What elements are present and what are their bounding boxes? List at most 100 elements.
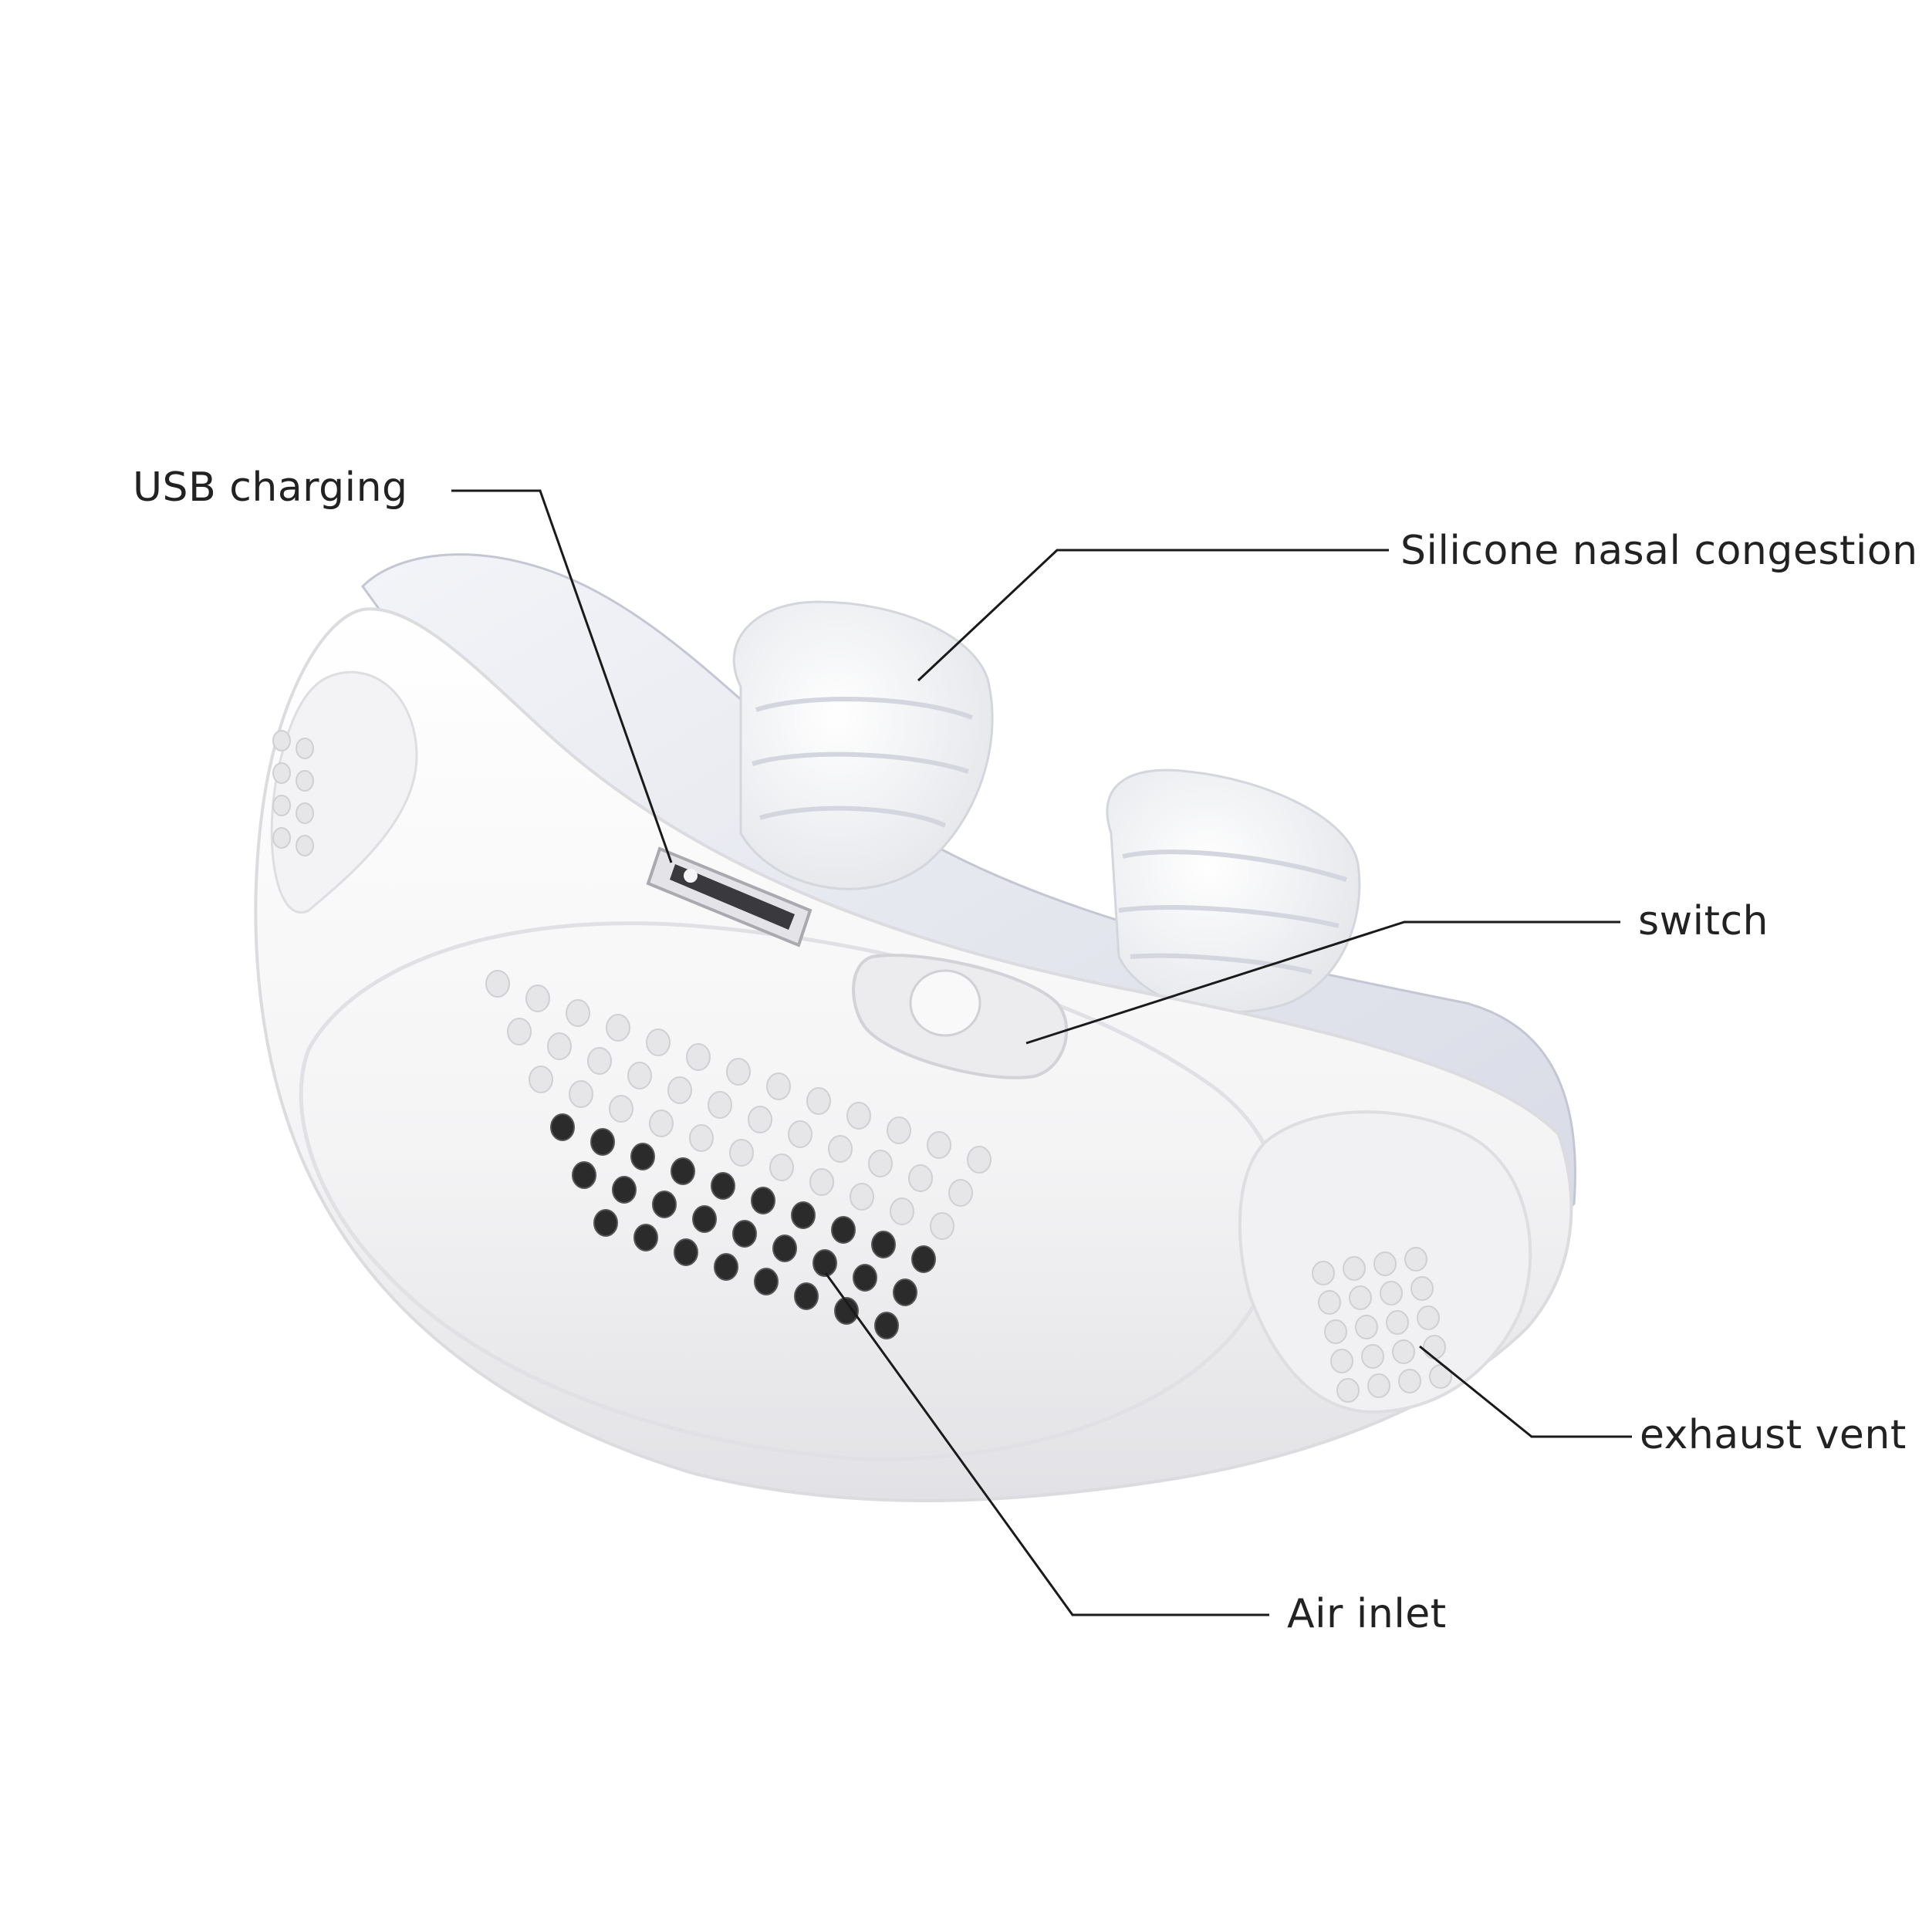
exhaust-hole (1312, 1261, 1335, 1285)
inlet-hole (846, 1102, 871, 1130)
inlet-hole (791, 1201, 816, 1229)
inlet-hole (812, 1249, 837, 1277)
inlet-hole (809, 1168, 834, 1196)
exhaust-hole (1417, 1305, 1440, 1330)
callout-switch: switch (1638, 898, 1769, 944)
inlet-hole (853, 1264, 877, 1292)
inlet-hole (674, 1238, 698, 1266)
side-hole (296, 738, 314, 759)
inlet-hole (529, 1066, 553, 1093)
inlet-hole (831, 1216, 856, 1244)
inlet-hole (766, 1072, 791, 1100)
inlet-hole (887, 1116, 911, 1144)
exhaust-hole (1373, 1251, 1397, 1276)
exhaust-hole (1343, 1256, 1366, 1281)
exhaust-hole (1386, 1310, 1409, 1335)
exhaust-hole (1330, 1349, 1353, 1373)
exhaust-hole (1398, 1369, 1421, 1393)
exhaust-hole (1423, 1335, 1446, 1359)
inlet-hole (850, 1183, 874, 1211)
inlet-hole (590, 1128, 615, 1156)
inlet-hole (593, 1209, 618, 1237)
exhaust-hole (1349, 1285, 1372, 1310)
exhaust-hole (1324, 1319, 1347, 1344)
exhaust-hole (1367, 1373, 1390, 1398)
inlet-hole (708, 1091, 732, 1119)
inlet-hole (566, 999, 590, 1027)
inlet-hole (606, 1014, 630, 1042)
exhaust-hole (1392, 1339, 1415, 1364)
inlet-hole (772, 1235, 797, 1262)
inlet-hole (671, 1157, 695, 1185)
inlet-hole (948, 1179, 973, 1207)
inlet-hole (726, 1058, 751, 1086)
inlet-hole (732, 1220, 757, 1248)
inlet-hole (930, 1212, 954, 1240)
leader-line-silicone (917, 549, 1389, 682)
front-panel (299, 921, 1282, 1461)
inlet-hole (893, 1278, 917, 1306)
side-hole (296, 802, 314, 824)
exhaust-hole (1404, 1247, 1427, 1272)
side-hole (272, 730, 291, 752)
inlet-hole (828, 1135, 853, 1163)
side-hole (296, 770, 314, 792)
inlet-hole (834, 1297, 859, 1325)
inlet-hole (692, 1205, 717, 1233)
inlet-hole (609, 1095, 633, 1123)
exhaust-hole (1318, 1290, 1341, 1315)
callout-silicone-nasal-congestion: Silicone nasal congestion (1400, 528, 1918, 574)
exhaust-hole (1429, 1364, 1452, 1389)
inlet-hole (633, 1224, 658, 1251)
inlet-hole (630, 1143, 655, 1170)
inlet-hole (587, 1047, 612, 1075)
inlet-hole (794, 1282, 819, 1310)
inlet-hole (714, 1253, 738, 1281)
inlet-hole (754, 1268, 779, 1295)
callout-air-inlet: Air inlet (1287, 1591, 1447, 1637)
leader-line-exhaust (1419, 1345, 1632, 1438)
exhaust-vent-holes (1312, 1247, 1452, 1403)
inlet-hole (485, 970, 510, 998)
inlet-hole (967, 1146, 992, 1174)
leader-line-air (824, 1272, 1269, 1616)
inlet-hole (711, 1172, 735, 1200)
callout-exhaust-vent: exhaust vent (1640, 1412, 1907, 1458)
inlet-hole (729, 1139, 754, 1167)
nozzle-left (732, 600, 994, 890)
inlet-hole (751, 1187, 775, 1214)
side-hole (272, 827, 291, 849)
inlet-hole (686, 1043, 711, 1071)
exhaust-hole (1355, 1315, 1378, 1339)
inlet-hole (911, 1245, 936, 1273)
exhaust-hole (1380, 1281, 1403, 1305)
inlet-hole (868, 1150, 893, 1177)
exhaust-hole (1361, 1344, 1384, 1369)
inlet-hole (507, 1018, 532, 1045)
inlet-hole (806, 1087, 831, 1115)
inlet-hole (927, 1131, 951, 1159)
inlet-hole (748, 1106, 772, 1133)
slide-switch (852, 954, 1069, 1079)
callout-usb-charging: USB charging (133, 464, 408, 511)
inlet-hole (689, 1124, 714, 1152)
inlet-hole (769, 1153, 794, 1181)
usb-port (646, 846, 812, 947)
inlet-hole (874, 1312, 899, 1339)
inlet-hole (788, 1120, 812, 1148)
exhaust-hole (1410, 1276, 1434, 1301)
inlet-hole (652, 1191, 677, 1218)
side-hole (272, 795, 291, 816)
inlet-hole (908, 1164, 933, 1192)
inlet-hole (547, 1032, 572, 1060)
inlet-hole (572, 1161, 596, 1189)
inlet-hole (871, 1231, 896, 1258)
inlet-hole (890, 1197, 914, 1225)
inlet-hole (569, 1080, 593, 1108)
side-hole (272, 762, 291, 784)
inlet-hole (649, 1110, 674, 1137)
leader-line-usb (451, 489, 673, 863)
inlet-hole (627, 1062, 652, 1089)
